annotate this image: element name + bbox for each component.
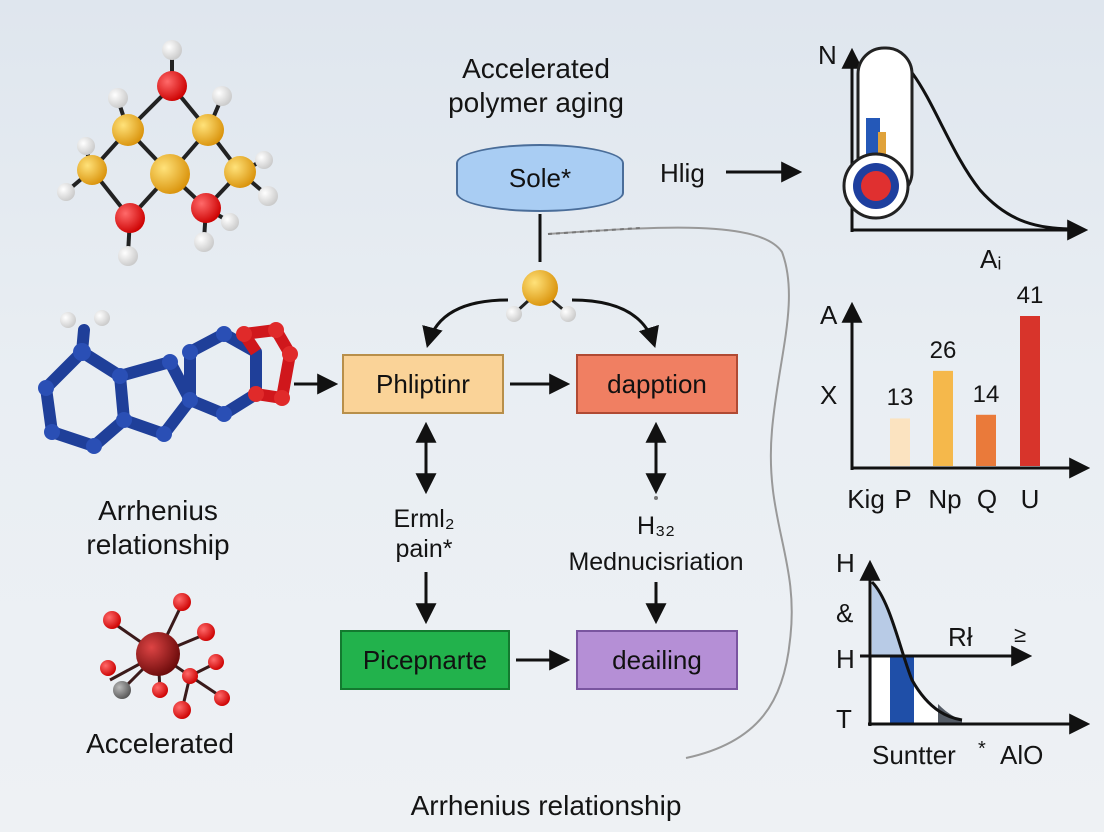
- bar-value-label: 13: [886, 384, 914, 412]
- bar-2: [976, 414, 996, 466]
- bar-value-label: 14: [972, 380, 1000, 408]
- bar-1: [933, 370, 953, 466]
- title-line-2: polymer aging: [448, 87, 624, 118]
- erml-label: Erml₂ pain*: [393, 504, 454, 564]
- bar-chart-ylabel-a: A: [820, 300, 838, 330]
- arrhenius-label-bottom: Arrhenius relationship: [410, 790, 682, 821]
- thermometer-icon: [842, 46, 914, 220]
- area-chart-ylabel-amp: &: [836, 598, 854, 628]
- area-chart-xlabel: Suntter: [872, 740, 956, 770]
- arrow-to-phliptinr: [422, 298, 509, 349]
- node-deailing: deailing: [576, 630, 738, 690]
- erml-line-1: Erml₂: [393, 505, 455, 533]
- arrhenius-line-2: relationship: [86, 529, 230, 560]
- bar-chart-ylabel-x: X: [820, 380, 838, 410]
- bar-chart-xtick: Q: [976, 484, 998, 514]
- mednucisriation-label: Mednucisriation: [568, 548, 744, 576]
- h32-label: H₃₂: [637, 512, 675, 540]
- area-chart-xlabel-star: *: [978, 738, 986, 760]
- hlig-label: Hlig: [660, 158, 705, 188]
- decay-chart: [841, 46, 1089, 241]
- molecule-cluster-icon: [100, 593, 230, 719]
- node-picepnarte-label: Picepnarte: [362, 644, 488, 675]
- erml-line-2: pain*: [395, 535, 453, 563]
- bar-3: [1020, 316, 1040, 466]
- node-dapption-label: dapption: [607, 368, 707, 399]
- node-deailing-label: deailing: [612, 644, 702, 675]
- bar-chart-bars: [890, 316, 1040, 466]
- node-phliptinr-label: Phliptinr: [376, 368, 470, 399]
- arrhenius-line-1: Arrhenius: [98, 495, 218, 526]
- area-chart-ylabel-t: T: [836, 704, 852, 734]
- area-bar-blue: [890, 656, 914, 724]
- node-dapption: dapption: [576, 354, 738, 414]
- curved-boundary-line: [547, 226, 793, 759]
- title-line-1: Accelerated: [462, 53, 610, 84]
- bar-value-label: 26: [929, 336, 957, 364]
- node-picepnarte: Picepnarte: [340, 630, 510, 690]
- bar-0: [890, 418, 910, 466]
- bar-chart-xtick: Np: [928, 484, 962, 514]
- decay-chart-xlabel: Aᵢ: [980, 244, 1002, 274]
- node-phliptinr: Phliptinr: [342, 354, 504, 414]
- bar-chart-xtick: P: [894, 484, 912, 514]
- page-title: Accelerated polymer aging: [448, 52, 624, 120]
- node-sole-label: Sole*: [508, 162, 572, 193]
- area-chart-ylabel-h2: H: [836, 644, 855, 674]
- arrhenius-label-left: Arrhenius relationship: [86, 494, 229, 562]
- small-molecule-icon: [506, 270, 576, 322]
- bar-value-label: 41: [1016, 282, 1044, 309]
- accelerated-label-left: Accelerated: [86, 728, 234, 759]
- bar-chart-xtick: U: [1020, 484, 1040, 514]
- node-sole: Sole*: [456, 144, 624, 212]
- bar-chart-axes: [841, 301, 1091, 479]
- molecule-top-left-icon: [57, 40, 278, 266]
- area-chart-line-arrow: ≥: [1014, 622, 1027, 647]
- bar-chart-xtick: Kig: [847, 484, 885, 514]
- area-chart-line-label: Rł: [948, 622, 973, 652]
- area-chart-xlabel-alo: AlO: [1000, 740, 1044, 770]
- molecule-ring-icon: [38, 310, 298, 454]
- arrow-to-dapption: [571, 298, 659, 349]
- area-chart-ylabel-h: H: [836, 548, 855, 578]
- area-chart: [859, 559, 1091, 735]
- decay-chart-ylabel: N: [818, 40, 837, 70]
